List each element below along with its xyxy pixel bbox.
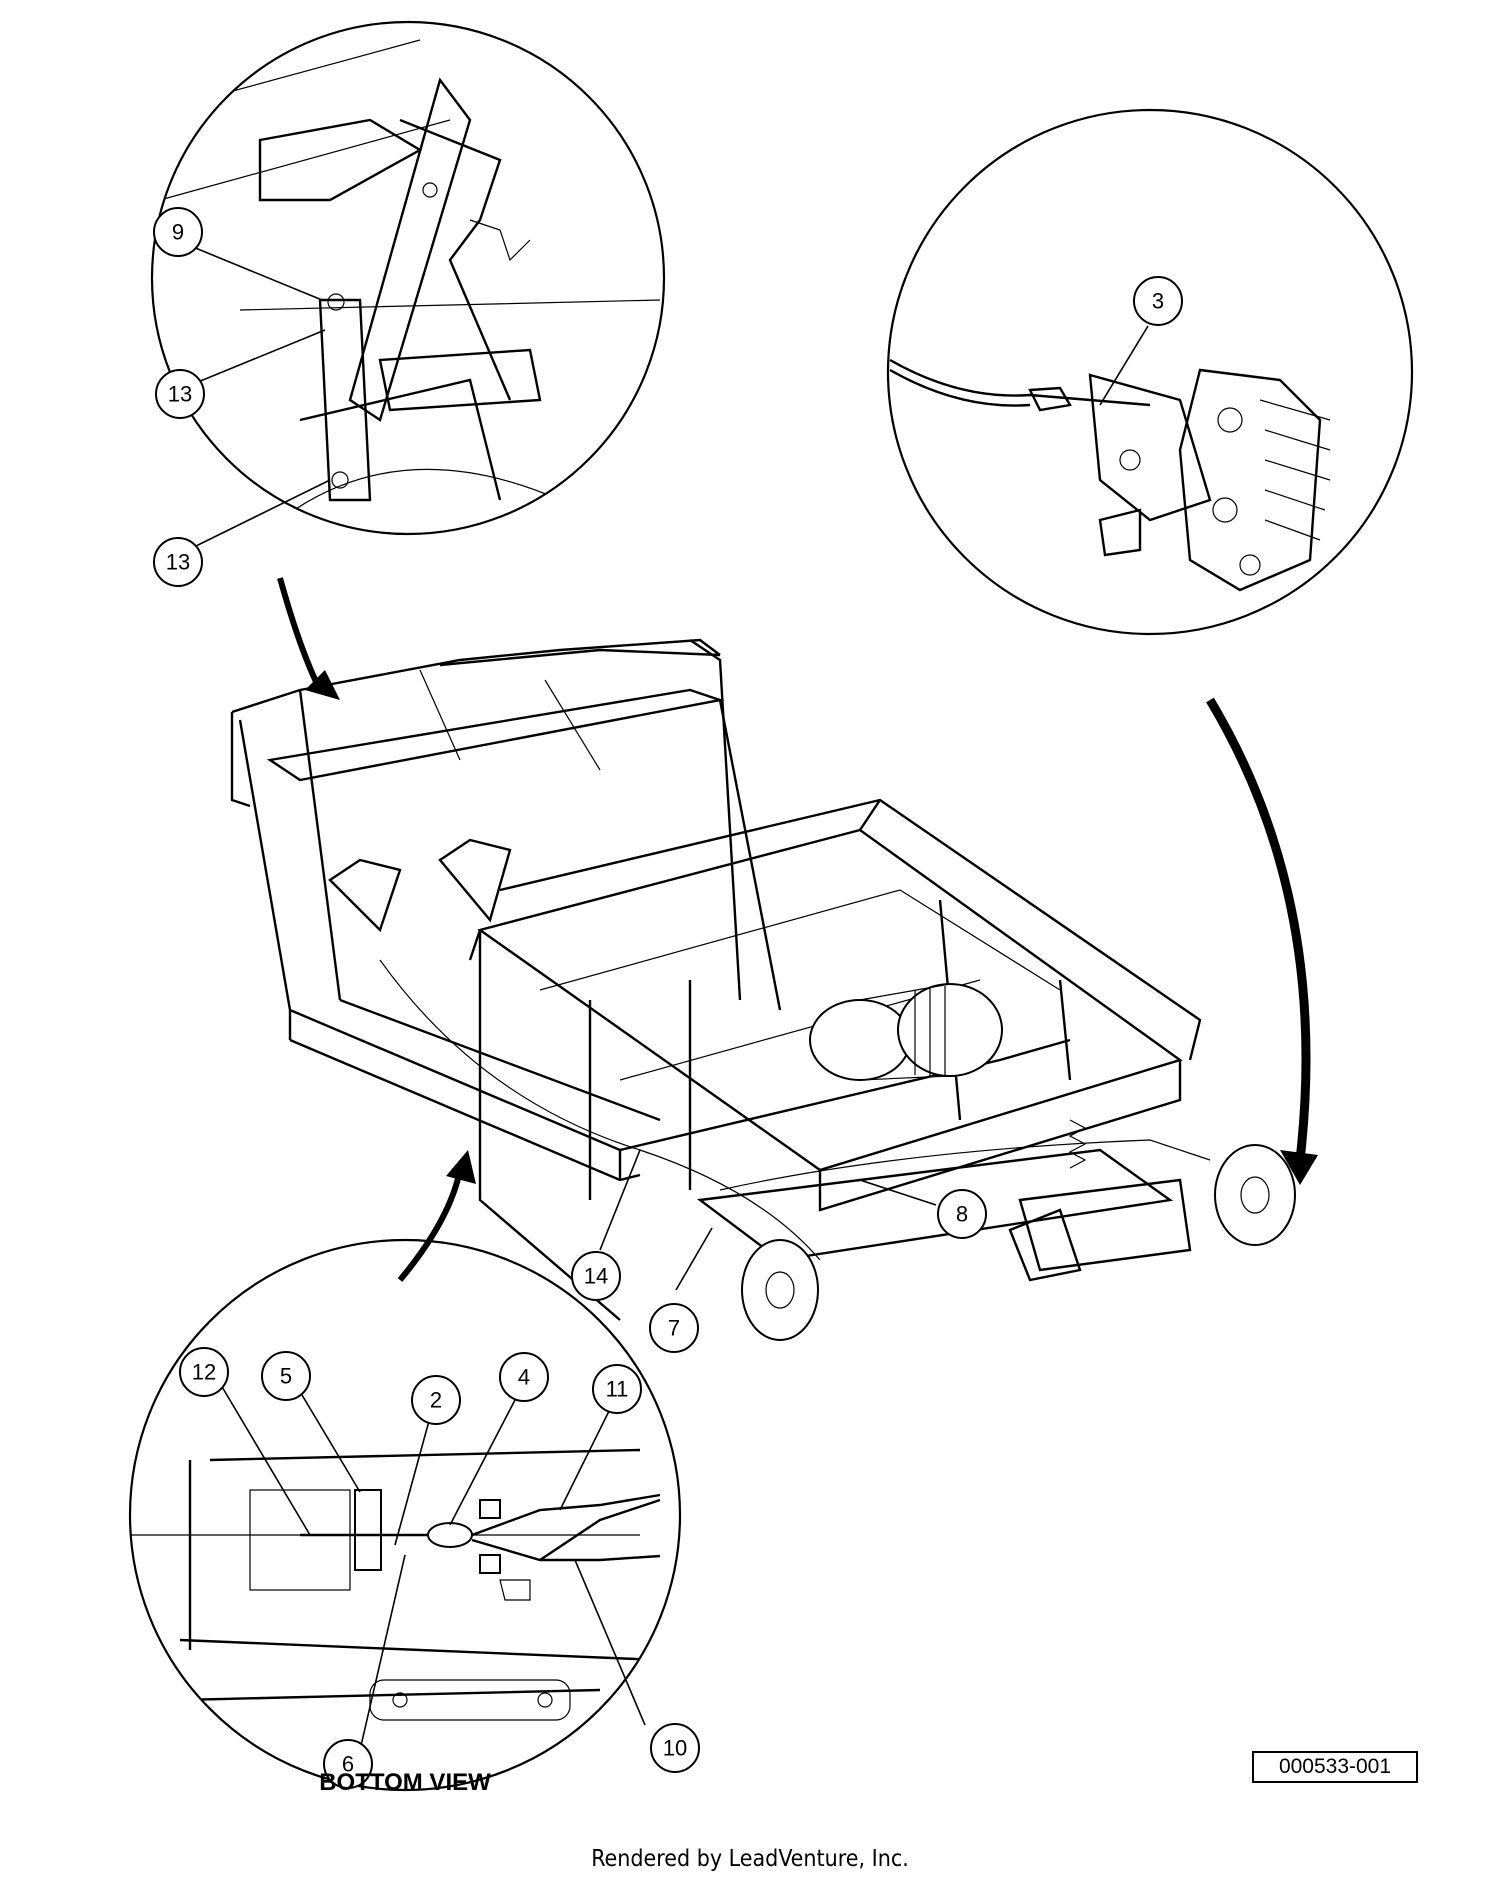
svg-text:4: 4 bbox=[518, 1365, 530, 1390]
pointer-arrow-bottom bbox=[397, 1150, 476, 1282]
callout-7: 7 bbox=[649, 1303, 699, 1353]
callout-5: 5 bbox=[261, 1351, 311, 1401]
pointer-arrow-top-right bbox=[1206, 697, 1318, 1185]
svg-text:13: 13 bbox=[166, 550, 190, 575]
svg-text:8: 8 bbox=[956, 1202, 968, 1227]
svg-text:14: 14 bbox=[584, 1264, 608, 1289]
svg-text:6: 6 bbox=[342, 1752, 354, 1777]
callout-13-upper: 13 bbox=[155, 369, 205, 419]
svg-text:11: 11 bbox=[606, 1377, 629, 1402]
svg-text:2: 2 bbox=[430, 1388, 442, 1413]
detail-bottom-view bbox=[128, 1238, 682, 1792]
callout-14: 14 bbox=[571, 1251, 621, 1301]
footer-credit: Rendered by LeadVenture, Inc. bbox=[591, 1846, 909, 1872]
callout-12: 12 bbox=[179, 1347, 229, 1397]
callout-6: 6 bbox=[323, 1739, 373, 1789]
callout-9: 9 bbox=[153, 207, 203, 257]
callout-3: 3 bbox=[1133, 276, 1183, 326]
svg-text:13: 13 bbox=[168, 382, 192, 407]
callout-8: 8 bbox=[937, 1189, 987, 1239]
pointer-arrow-top-left bbox=[277, 577, 340, 700]
svg-text:10: 10 bbox=[663, 1736, 687, 1761]
svg-text:3: 3 bbox=[1152, 289, 1164, 314]
svg-text:12: 12 bbox=[192, 1360, 216, 1385]
callout-2: 2 bbox=[411, 1375, 461, 1425]
callout-13-lower: 13 bbox=[153, 537, 203, 587]
callout-11: 11 bbox=[592, 1364, 642, 1414]
drawing-number: 000533-001 bbox=[1252, 1751, 1418, 1783]
detail-pedal-assembly bbox=[150, 20, 666, 547]
callout-10: 10 bbox=[650, 1723, 700, 1773]
svg-text:5: 5 bbox=[280, 1364, 292, 1389]
bottom-view-label: BOTTOM VIEW bbox=[319, 1769, 491, 1796]
svg-text:9: 9 bbox=[172, 220, 184, 245]
chassis-frame bbox=[230, 638, 1296, 1341]
callout-4: 4 bbox=[499, 1352, 549, 1402]
detail-brake-caliper bbox=[886, 108, 1414, 636]
svg-text:7: 7 bbox=[668, 1316, 680, 1341]
